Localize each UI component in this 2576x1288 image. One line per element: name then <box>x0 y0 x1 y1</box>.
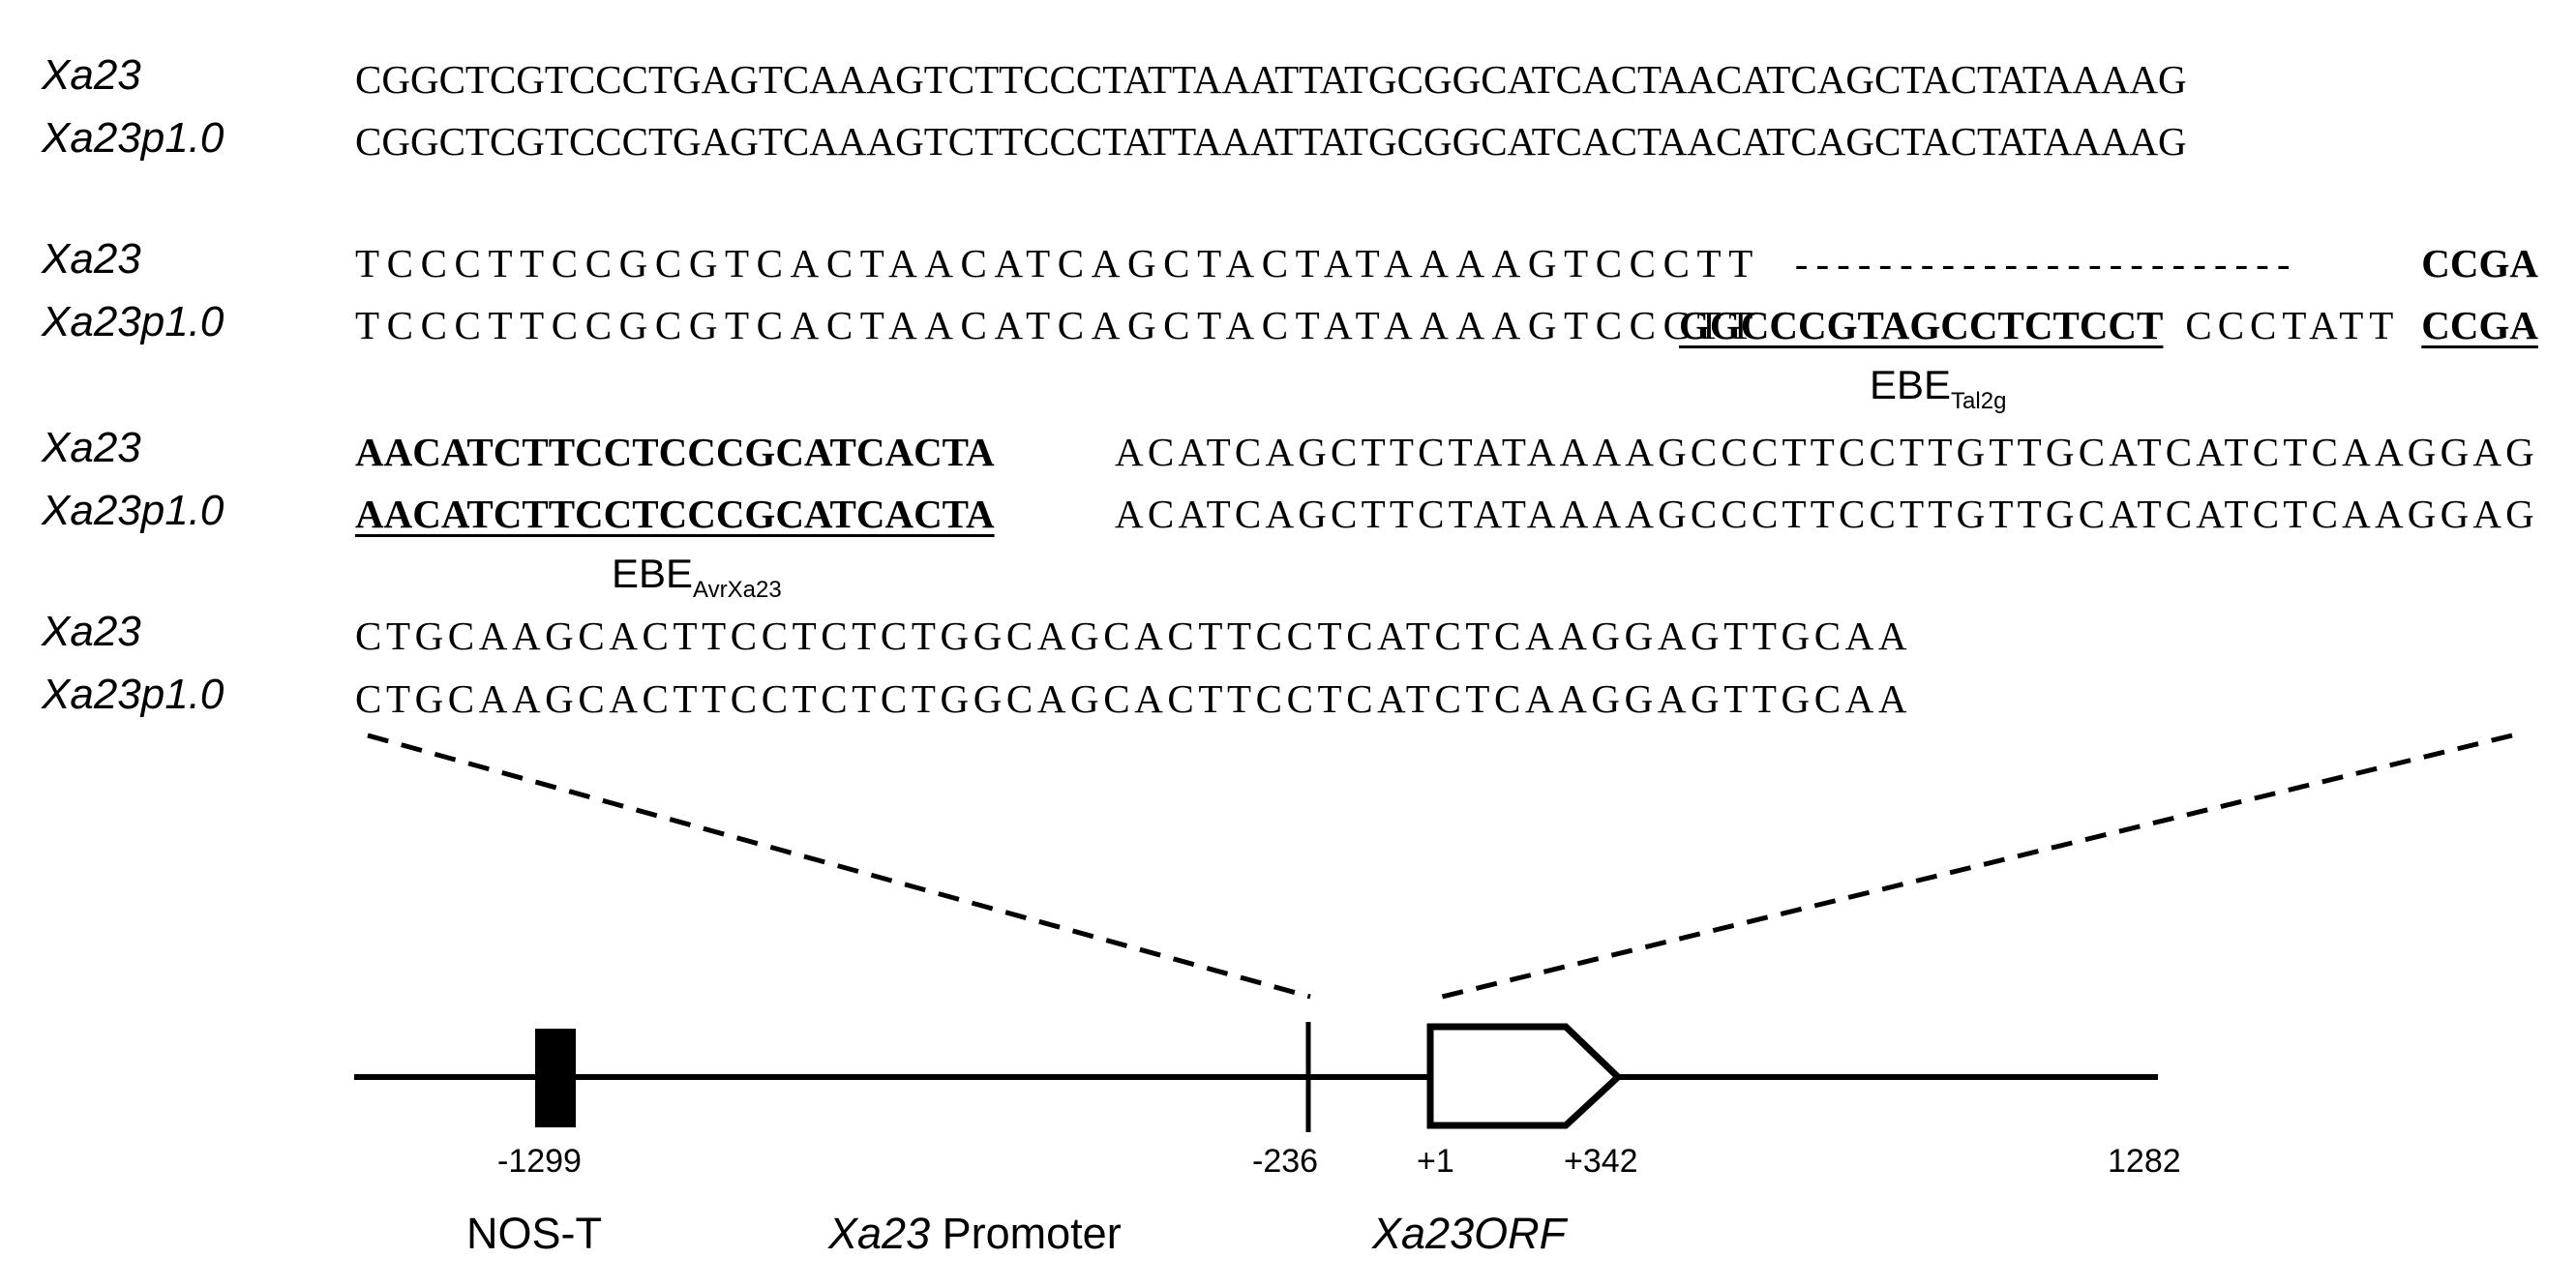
sequence-row: TCCCTTCCGCGTCACTAACATCAGCTACTATAAAAGTCCC… <box>355 239 2538 287</box>
seq-label-ref: Xa23 <box>42 608 141 655</box>
ebe-main: EBE <box>1870 362 1952 407</box>
sequence-row: CGGCTCGTCCCTGAGTCAAAGTCTTCCCTATTAAATTATG… <box>355 117 2538 165</box>
ebe-tal2g-sequence: GGCCCGTAGCCTCTCCT <box>1679 303 2164 347</box>
sequence-row: AACATCTTCCTCCCGCATCACTA ACATCAGCTTCTATAA… <box>355 490 2538 538</box>
ebe-avrxa23-sequence: AACATCTTCCTCCCGCATCACTA <box>355 492 995 536</box>
sequence-text: TCCCTTCCGCGTCACTAACATCAGCTACTATAAAAGTCCC… <box>355 303 1760 347</box>
seq-label-variant: Xa23p1.0 <box>42 298 225 345</box>
zoom-dashed-line-right <box>1433 733 2513 1002</box>
sequence-text: CGGCTCGTCCCTGAGTCAAAGTCTTCCCTATTAAATTATG… <box>355 57 2187 102</box>
seq-label-ref: Xa23 <box>42 51 141 99</box>
coord-label: -236 <box>1252 1143 1319 1180</box>
sequence-row: CGGCTCGTCCCTGAGTCAAAGTCTTCCCTATTAAATTATG… <box>355 55 2538 104</box>
region-label-orf: Xa23ORF <box>1372 1209 1567 1258</box>
sequence-text: ACATCAGCTTCTATAAAAGCCCTTCCTTGTTGCATCATCT… <box>1115 492 2538 536</box>
sequence-row: CTGCAAGCACTTCCTCTCTGGCAGCACTTCCTCATCTCAA… <box>355 614 1912 658</box>
promoter-word: Promoter <box>942 1209 1122 1258</box>
sequence-row: AACATCTTCCTCCCGCATCACTA ACATCAGCTTCTATAA… <box>355 428 2538 476</box>
coord-label: -1299 <box>497 1143 582 1180</box>
seq-label-variant: Xa23p1.0 <box>42 671 225 718</box>
sequence-row: TCCCTTCCGCGTCACTAACATCAGCTACTATAAAAGTCCC… <box>355 301 2538 349</box>
seq-label-ref: Xa23 <box>42 424 141 471</box>
sequence-bold-text: CCGA <box>2421 303 2538 347</box>
ebe-main: EBE <box>612 551 694 596</box>
ebe-subscript: Tal2g <box>1951 388 2007 414</box>
seq-label-ref: Xa23 <box>42 235 141 283</box>
ebe-avrxa23-label: EBEAvrXa23 <box>612 552 782 613</box>
coord-label: +342 <box>1564 1143 1638 1180</box>
coord-label: +1 <box>1417 1143 1454 1180</box>
alignment-gap: ------------------------ <box>1794 241 2298 285</box>
seq-label-variant: Xa23p1.0 <box>42 114 225 162</box>
orf-arrow-box <box>1426 1023 1624 1129</box>
region-label-nos: NOS-T <box>466 1209 602 1258</box>
sequence-bold-text: CCGA <box>2421 241 2538 285</box>
sequence-text: CCCTATT <box>2185 303 2400 347</box>
promoter-gene-name: Xa23 <box>828 1209 931 1258</box>
nos-terminator-marker <box>535 1029 576 1127</box>
sequence-text: TCCCTTCCGCGTCACTAACATCAGCTACTATAAAAGTCCC… <box>355 241 1760 285</box>
region-label-promoter: Xa23 Promoter <box>828 1209 1122 1259</box>
ebe-tal2g-label: EBETal2g <box>1870 363 2006 424</box>
coord-label: 1282 <box>2108 1143 2181 1180</box>
zoom-dashed-line-left <box>367 733 1311 1000</box>
seq-label-variant: Xa23p1.0 <box>42 487 225 534</box>
sequence-text: CGGCTCGTCCCTGAGTCAAAGTCTTCCCTATTAAATTATG… <box>355 119 2187 164</box>
ebe-avrxa23-ref-text: AACATCTTCCTCCCGCATCACTA <box>355 430 995 474</box>
ebe-subscript: AvrXa23 <box>693 577 782 603</box>
sequence-text: ACATCAGCTTCTATAAAAGCCCTTCCTTGTTGCATCATCT… <box>1115 430 2538 474</box>
sequence-row: CTGCAAGCACTTCCTCTCTGGCAGCACTTCCTCATCTCAA… <box>355 676 1912 721</box>
